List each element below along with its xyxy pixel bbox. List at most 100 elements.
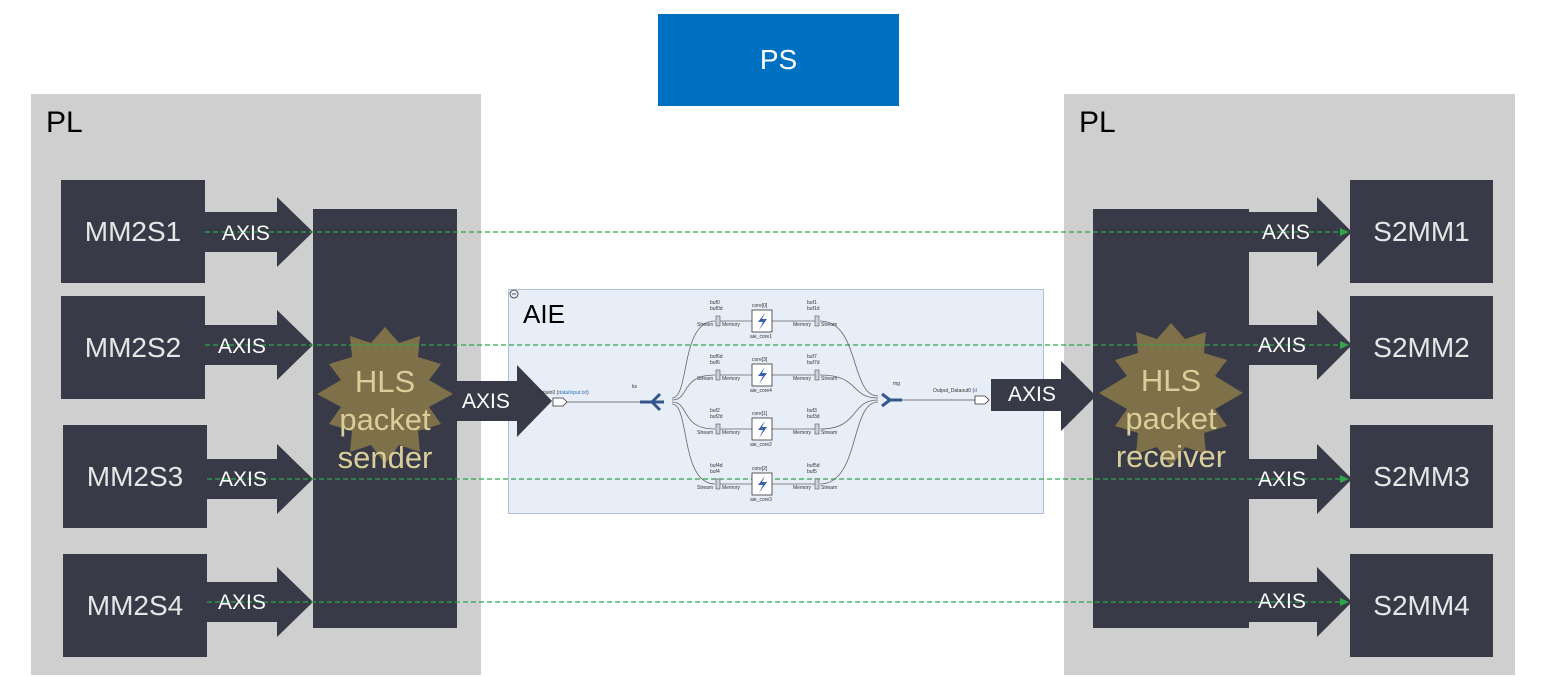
core-0-inbuf-1: buf0d xyxy=(710,306,723,312)
receiver-line-3: receiver xyxy=(1115,439,1227,474)
aie-panel xyxy=(508,289,1044,514)
aie-input-label: Datain0 (data/input.txt) xyxy=(538,390,589,396)
aie-input-file: data/input.txt xyxy=(558,390,587,396)
aie-output-port xyxy=(974,395,990,405)
s2mm2-box xyxy=(1350,296,1493,399)
merge-icon xyxy=(881,392,902,408)
dashed-paths xyxy=(205,231,1340,603)
axis-label-from-aie: AXIS xyxy=(1008,383,1056,406)
mm2s2-label: MM2S2 xyxy=(84,331,182,363)
core-1-kernel: aie_core2 xyxy=(750,442,772,448)
s2mm4-box xyxy=(1350,554,1493,657)
axis-label-left-1: AXIS xyxy=(222,222,270,245)
axis-arrow-right-2 xyxy=(1249,310,1352,380)
axis-arrow-right-4 xyxy=(1249,567,1352,637)
axis-label-left-4: AXIS xyxy=(218,591,266,614)
core-1-outbuf-1: buf3d xyxy=(807,414,820,420)
pl-left-label: PL xyxy=(46,106,83,139)
aie-input-port xyxy=(552,397,568,407)
axis-label-right-3: AXIS xyxy=(1258,468,1306,491)
aie-split-label: ks xyxy=(632,384,637,390)
core-2-name: core[2] xyxy=(752,466,768,472)
ps-label: PS xyxy=(759,44,798,75)
core-3-inbuf-0: buf6d xyxy=(710,354,723,360)
aie-branches xyxy=(671,320,879,485)
core-1-stream-out: Stream xyxy=(821,430,838,436)
s2mm3-label: S2MM3 xyxy=(1373,460,1470,492)
core-0-kernel: aie_core1 xyxy=(750,334,772,340)
ps-block: PS xyxy=(658,14,899,106)
core-3-inbuf-1: buf6 xyxy=(710,360,720,366)
collapse-icon[interactable] xyxy=(509,289,519,299)
core-2-outbuf-1: buf5 xyxy=(807,469,817,475)
s2mm1-box xyxy=(1350,180,1493,283)
axis-label-right-1: AXIS xyxy=(1262,221,1310,244)
core-3-outbuf-1: buf7d xyxy=(807,360,820,366)
mm2s4-box xyxy=(63,554,207,657)
aie-title: AIE xyxy=(523,299,565,329)
mm2s3-box xyxy=(63,425,207,528)
core-3-stream-in: Stream xyxy=(697,376,714,382)
axis-arrow-from-aie xyxy=(991,361,1096,431)
core-2-inbuf-0: buf4d xyxy=(710,463,723,469)
aie-output-text: Output_Dataout0 ( xyxy=(933,388,975,394)
aie-merge-label: mg xyxy=(893,381,900,387)
core-1-memory-out: Memory xyxy=(793,430,812,436)
dashed-arrowheads xyxy=(1340,228,1349,606)
axis-label-right-2: AXIS xyxy=(1258,334,1306,357)
core-2-outbuf-0: buf5d xyxy=(807,463,820,469)
core-3-kernel: aie_core4 xyxy=(750,388,772,394)
axis-arrow-left-1 xyxy=(205,197,313,267)
aie-output-label: Output_Dataout0 (d xyxy=(933,388,977,394)
core-0-outbuf-1: buf1d xyxy=(807,306,820,312)
receiver-text: HLS packet receiver xyxy=(1101,362,1241,476)
mm2s1-box xyxy=(61,180,205,283)
mm2s1-label: MM2S1 xyxy=(84,215,182,247)
axis-arrow-right-1 xyxy=(1249,197,1352,267)
sender-line-3: sender xyxy=(337,440,433,475)
mm2s4-label: MM2S4 xyxy=(86,589,184,621)
core-2-memory-out: Memory xyxy=(793,485,812,491)
mm2s3-label: MM2S3 xyxy=(86,460,184,492)
core-1-stream-in: Stream xyxy=(697,430,714,436)
sender-line-1: HLS xyxy=(354,364,416,399)
receiver-line-1: HLS xyxy=(1140,363,1202,398)
core-3-outbuf-0: buf7 xyxy=(807,354,817,360)
core-0-memory-in: Memory xyxy=(722,322,741,328)
core-2-kernel: aie_core3 xyxy=(750,497,772,503)
aie-cores xyxy=(715,309,820,496)
sender-star xyxy=(317,327,453,464)
axis-label-right-4: AXIS xyxy=(1258,590,1306,613)
core-0-outbuf-0: buf1 xyxy=(807,300,817,306)
core-3-memory-out: Memory xyxy=(793,376,812,382)
core-2-stream-in: Stream xyxy=(697,485,714,491)
pl-right-label: PL xyxy=(1079,106,1116,139)
aie-input-text: Datain0 ( xyxy=(538,390,559,396)
axis-label-left-3: AXIS xyxy=(219,468,267,491)
aie-output-file: d xyxy=(974,388,977,394)
sender-text: HLS packet sender xyxy=(320,363,450,477)
split-icon xyxy=(640,392,664,412)
core-1-memory-in: Memory xyxy=(722,430,741,436)
core-0-memory-out: Memory xyxy=(793,322,812,328)
axis-label-left-2: AXIS xyxy=(218,335,266,358)
aie-input-close: ) xyxy=(586,390,589,396)
s2mm3-box xyxy=(1350,425,1493,528)
receiver-line-2: packet xyxy=(1125,401,1217,436)
core-2-inbuf-1: buf4 xyxy=(710,469,720,475)
s2mm4-label: S2MM4 xyxy=(1373,589,1470,621)
core-0-name: core[0] xyxy=(752,303,768,309)
core-0-inbuf-0: buf0 xyxy=(710,300,720,306)
axis-arrow-left-2 xyxy=(205,310,313,380)
sender-line-2: packet xyxy=(339,402,431,437)
receiver-star xyxy=(1099,323,1243,467)
core-3-memory-in: Memory xyxy=(722,376,741,382)
core-0-stream-out: Stream xyxy=(821,322,838,328)
core-2-stream-out: Stream xyxy=(821,485,838,491)
core-1-outbuf-0: buf3 xyxy=(807,408,817,414)
axis-arrow-to-aie xyxy=(457,365,552,437)
core-1-name: core[1] xyxy=(752,411,768,417)
s2mm1-label: S2MM1 xyxy=(1373,215,1470,247)
core-3-name: core[3] xyxy=(752,357,768,363)
